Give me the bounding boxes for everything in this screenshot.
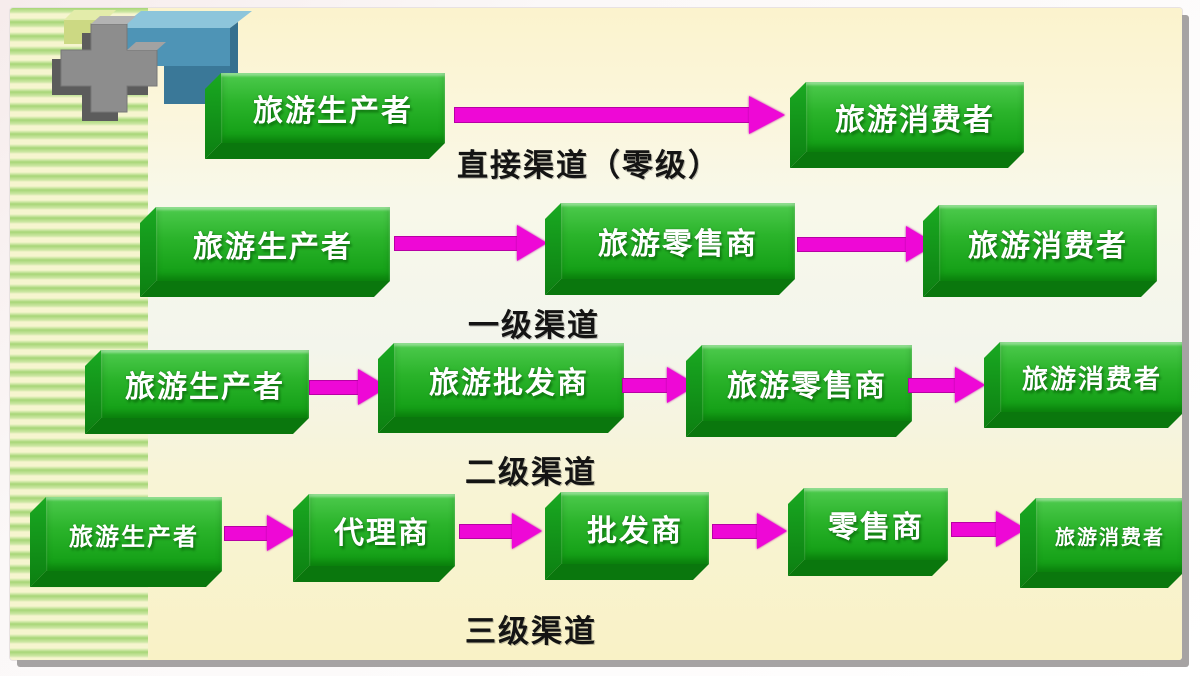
flow-node: 旅游生产者 bbox=[85, 350, 309, 434]
flow-node: 旅游生产者 bbox=[140, 207, 390, 297]
box-side-face bbox=[984, 342, 1000, 428]
box-bottom-face bbox=[984, 412, 1182, 428]
arrow-shaft bbox=[310, 380, 358, 394]
flow-node: 旅游消费者 bbox=[1020, 498, 1182, 588]
arrow-shaft bbox=[798, 237, 906, 251]
flow-node-label: 旅游生产者 bbox=[101, 350, 309, 418]
arrow-shaft bbox=[460, 524, 512, 538]
row-label: 三级渠道 bbox=[465, 614, 597, 649]
row-label: 直接渠道（零级） bbox=[457, 148, 721, 183]
flow-node: 旅游零售商 bbox=[686, 345, 912, 437]
flow-node: 旅游消费者 bbox=[923, 205, 1157, 297]
box-bottom-face bbox=[545, 564, 709, 580]
box-side-face bbox=[545, 203, 561, 295]
box-bottom-face bbox=[788, 560, 948, 576]
box-side-face bbox=[790, 82, 806, 168]
arrow-head bbox=[517, 225, 547, 261]
box-side-face bbox=[205, 73, 221, 159]
flow-node-label: 旅游消费者 bbox=[806, 82, 1024, 152]
row-label: 二级渠道 bbox=[465, 455, 597, 490]
flow-arrow bbox=[310, 368, 388, 406]
arrow-shaft bbox=[395, 236, 517, 250]
arrow-shaft bbox=[909, 378, 955, 392]
flow-node-label: 旅游生产者 bbox=[156, 207, 390, 281]
box-side-face bbox=[923, 205, 939, 297]
box-bottom-face bbox=[790, 152, 1024, 168]
flow-node-label: 旅游生产者 bbox=[221, 73, 445, 143]
flow-node: 旅游消费者 bbox=[790, 82, 1024, 168]
arrow-head bbox=[757, 513, 787, 549]
box-bottom-face bbox=[30, 571, 222, 587]
box-bottom-face bbox=[545, 279, 795, 295]
flow-node-label: 旅游消费者 bbox=[1000, 342, 1182, 412]
flow-arrow bbox=[713, 513, 787, 549]
arrow-head bbox=[749, 96, 785, 134]
box-side-face bbox=[30, 497, 46, 587]
flow-arrow bbox=[395, 225, 547, 261]
flow-node-label: 旅游生产者 bbox=[46, 497, 222, 571]
box-bottom-face bbox=[923, 281, 1157, 297]
arrow-shaft bbox=[455, 108, 749, 122]
box-bottom-face bbox=[205, 143, 445, 159]
flow-node-label: 旅游零售商 bbox=[561, 203, 795, 279]
flow-node: 旅游生产者 bbox=[30, 497, 222, 587]
box-bottom-face bbox=[378, 417, 624, 433]
flow-node: 旅游零售商 bbox=[545, 203, 795, 295]
flow-arrow bbox=[798, 226, 936, 262]
box-side-face bbox=[378, 343, 394, 433]
flow-node-label: 旅游消费者 bbox=[1036, 498, 1182, 572]
flow-node: 旅游消费者 bbox=[984, 342, 1182, 428]
box-side-face bbox=[140, 207, 156, 297]
flow-node: 零售商 bbox=[788, 488, 948, 576]
flow-node-label: 批发商 bbox=[561, 492, 709, 564]
box-side-face bbox=[85, 350, 101, 434]
arrow-head bbox=[267, 515, 297, 551]
box-side-face bbox=[293, 494, 309, 582]
flow-node-label: 代理商 bbox=[309, 494, 455, 566]
flow-arrow bbox=[455, 96, 785, 134]
arrow-head bbox=[955, 367, 985, 403]
flow-arrow bbox=[225, 515, 297, 551]
flow-node: 代理商 bbox=[293, 494, 455, 582]
box-side-face bbox=[545, 492, 561, 580]
box-bottom-face bbox=[140, 281, 390, 297]
box-bottom-face bbox=[686, 421, 912, 437]
flow-arrow bbox=[909, 366, 985, 404]
box-side-face bbox=[686, 345, 702, 437]
box-bottom-face bbox=[85, 418, 309, 434]
flow-node-label: 零售商 bbox=[804, 488, 948, 560]
arrow-shaft bbox=[225, 526, 267, 540]
box-bottom-face bbox=[1020, 572, 1182, 588]
arrow-shaft bbox=[713, 524, 757, 538]
box-side-face bbox=[788, 488, 804, 576]
box-side-face bbox=[1020, 498, 1036, 588]
arrow-head bbox=[512, 513, 542, 549]
flow-arrow bbox=[460, 513, 542, 549]
flow-node-label: 旅游批发商 bbox=[394, 343, 624, 417]
row-label: 一级渠道 bbox=[468, 308, 600, 343]
arrow-shaft bbox=[623, 378, 667, 392]
flow-node-label: 旅游零售商 bbox=[702, 345, 912, 421]
flow-arrow bbox=[952, 511, 1026, 547]
flow-node: 旅游批发商 bbox=[378, 343, 624, 433]
flow-node: 批发商 bbox=[545, 492, 709, 580]
box-bottom-face bbox=[293, 566, 455, 582]
slide-background: 旅游生产者 旅游消费者 直接渠道（零级） 旅游生产者 旅游零售商 bbox=[10, 8, 1182, 660]
flow-node-label: 旅游消费者 bbox=[939, 205, 1157, 281]
flow-node: 旅游生产者 bbox=[205, 73, 445, 159]
arrow-shaft bbox=[952, 522, 996, 536]
